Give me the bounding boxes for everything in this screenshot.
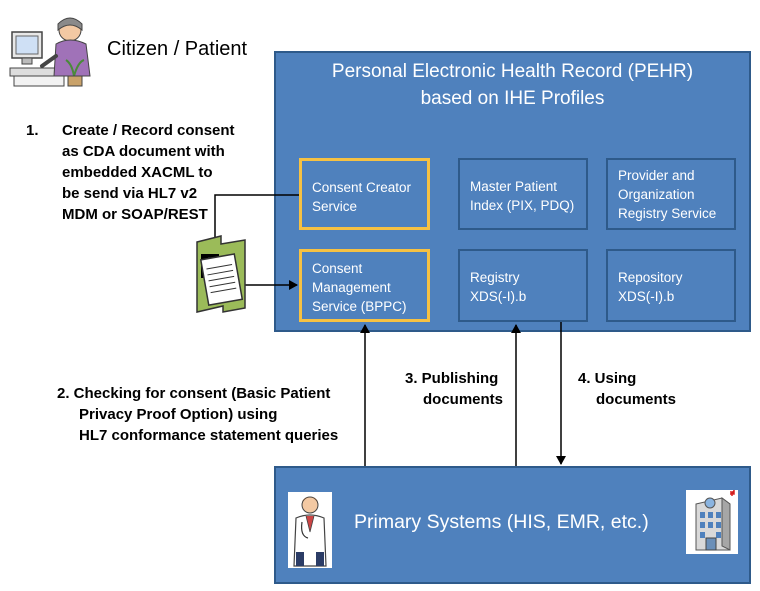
pehr-title: Personal Electronic Health Record (PEHR)… — [274, 58, 751, 112]
master-patient-index-box: Master Patient Index (PIX, PDQ) — [458, 158, 588, 230]
step4-line: documents — [596, 391, 677, 408]
service-label-line: Organization — [618, 187, 695, 202]
service-label-line: XDS(-I).b — [618, 289, 675, 304]
consent-creator-service-box: Consent Creator Service — [299, 158, 430, 230]
step1-line: as CDA document with — [62, 143, 225, 160]
service-label-line: Repository — [618, 270, 683, 285]
service-label-line: Registry — [470, 270, 520, 285]
patient-at-computer-icon — [8, 10, 98, 90]
service-label-line: XDS(-I).b — [470, 289, 527, 304]
step2-text: 2. Checking for consent (Basic Patient P… — [57, 383, 338, 446]
service-label-line: Service — [312, 199, 358, 214]
step3-text: 3. Publishing documents — [405, 368, 503, 410]
step1-text: Create / Record consent as CDA document … — [62, 120, 235, 225]
step2-line: HL7 conformance statement queries — [79, 427, 339, 444]
service-label-line: Consent Creator — [312, 180, 412, 195]
citizen-patient-label: Citizen / Patient — [107, 38, 248, 60]
service-label-line: Provider and — [618, 168, 695, 183]
consent-document-icon — [193, 232, 249, 316]
repository-xds-box: Repository XDS(-I).b — [606, 249, 736, 322]
service-label-line: Registry Service — [618, 206, 717, 221]
step2-line: 2. Checking for consent (Basic Patient — [57, 385, 331, 402]
step1-line: embedded XACML to — [62, 164, 213, 181]
service-label-line: Service (BPPC) — [312, 299, 407, 314]
step1-line: be send via HL7 v2 — [62, 185, 198, 202]
service-label-line: Index (PIX, PDQ) — [470, 198, 575, 213]
primary-systems-label: Primary Systems (HIS, EMR, etc.) — [354, 511, 649, 533]
primary-systems-box — [274, 466, 751, 584]
hospital-building-icon — [686, 490, 738, 554]
step4-line: 4. Using — [578, 370, 637, 387]
provider-organization-registry-box: Provider and Organization Registry Servi… — [606, 158, 736, 230]
service-label-line: Consent — [312, 261, 363, 276]
step3-line: 3. Publishing — [405, 370, 499, 387]
pehr-title-line: Personal Electronic Health Record (PEHR) — [331, 61, 694, 82]
registry-xds-box: Registry XDS(-I).b — [458, 249, 588, 322]
consent-management-service-box: Consent Management Service (BPPC) — [299, 249, 430, 322]
pehr-title-line: based on IHE Profiles — [420, 88, 605, 109]
service-label-line: Master Patient — [470, 179, 558, 194]
step1-line: MDM or SOAP/REST — [62, 206, 208, 223]
service-label-line: Management — [312, 280, 391, 295]
step3-line: documents — [423, 391, 504, 408]
step1-number: 1. — [26, 122, 39, 139]
step2-line: Privacy Proof Option) using — [79, 406, 278, 423]
doctor-icon — [288, 492, 332, 568]
step4-text: 4. Using documents — [578, 368, 676, 410]
step1-line: Create / Record consent — [62, 122, 235, 139]
